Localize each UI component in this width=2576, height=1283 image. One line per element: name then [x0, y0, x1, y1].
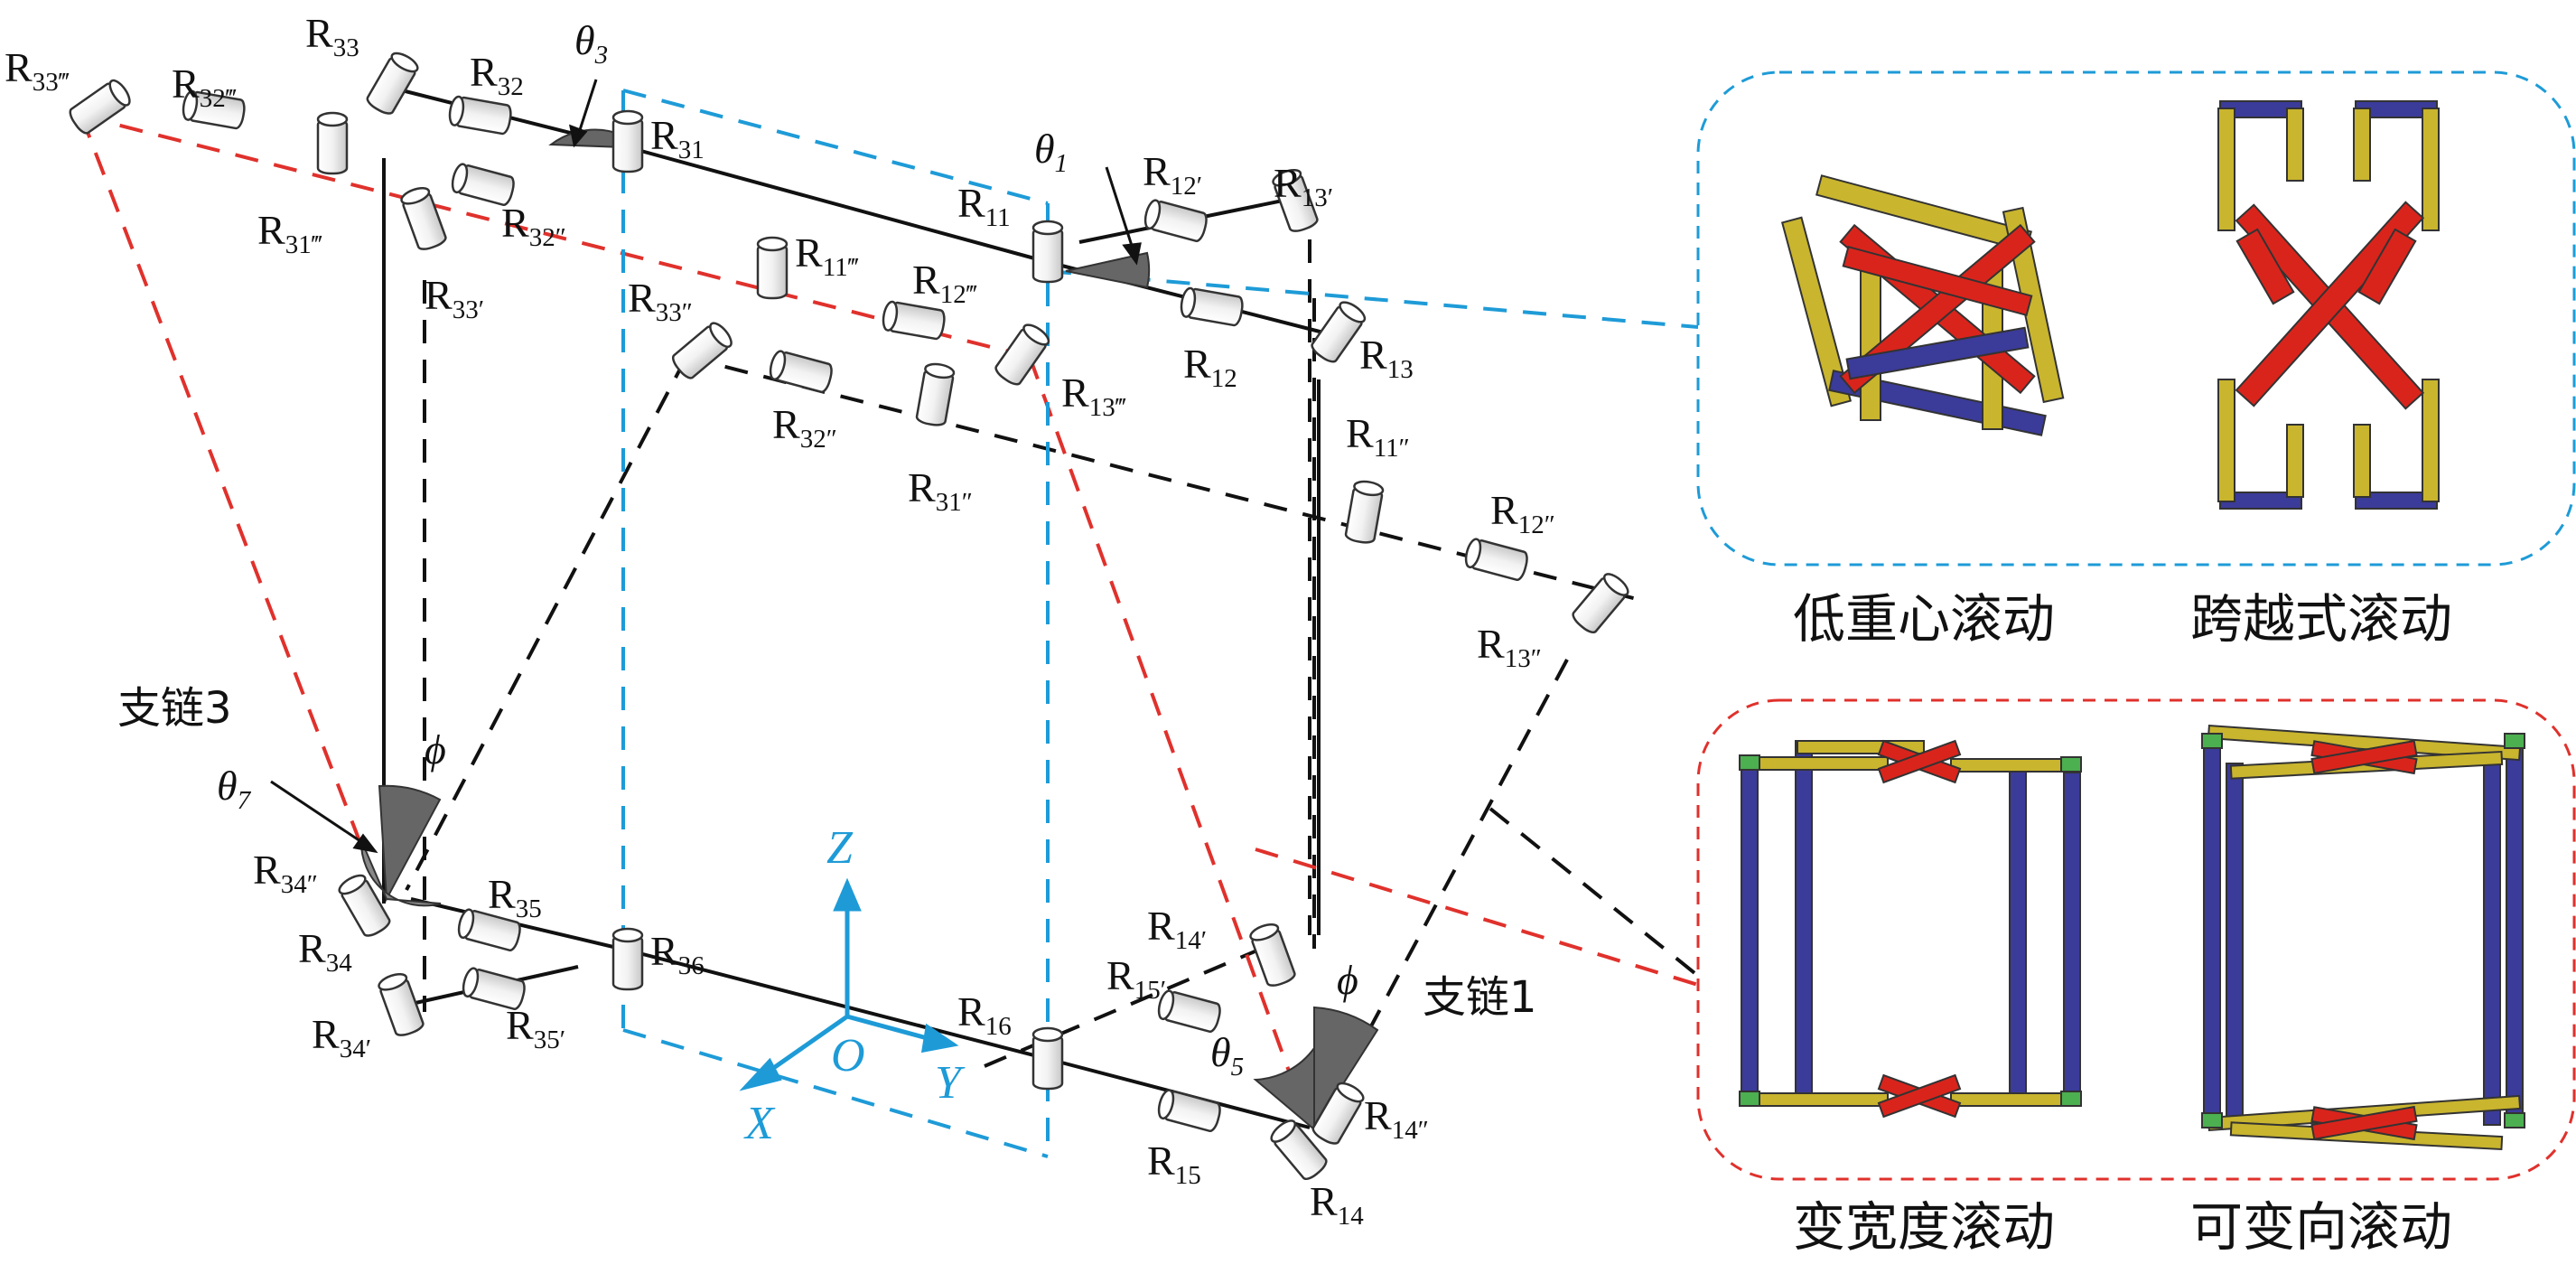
label-r16: R16: [957, 988, 1012, 1041]
label-r13p: R13′: [1274, 160, 1333, 212]
label-r12ppp: R12‴: [912, 257, 977, 309]
label-r34pp: R34″: [253, 847, 318, 899]
caption-low-cog: 低重心滚动: [1793, 588, 2055, 650]
label-theta7: θ7: [217, 763, 252, 815]
rolling-modes-panel-top: [1696, 70, 2576, 567]
label-r32: R32: [470, 49, 524, 101]
coordinate-axes: Z Y X O: [739, 822, 966, 1149]
blue-dashed-frame: [621, 89, 1699, 1158]
label-r31: R31: [650, 112, 705, 164]
label-r33pp: R33″: [628, 275, 693, 327]
angle-pointers: [270, 79, 1142, 854]
label-r13ppp: R13‴: [1061, 370, 1126, 422]
label-phi-left: ϕ: [425, 726, 446, 773]
label-r33: R33: [305, 10, 359, 62]
label-r15: R15: [1147, 1138, 1201, 1190]
caption-variable-width: 变宽度滚动: [1793, 1196, 2055, 1258]
label-chain3: 支链3: [117, 683, 232, 734]
label-r12p: R12′: [1143, 148, 1202, 201]
variable-direction-rolling-illustration: [2201, 724, 2525, 1151]
label-r12: R12: [1183, 341, 1237, 393]
label-r35p: R35′: [506, 1002, 565, 1054]
label-r35: R35: [488, 871, 542, 923]
label-r34: R34: [298, 925, 352, 978]
link-bottom-rail-a: [410, 897, 633, 953]
label-theta1: θ1: [1034, 126, 1068, 178]
label-chain1: 支链1: [1423, 972, 1537, 1023]
caption-crossing: 跨越式滚动: [2190, 588, 2452, 650]
variable-width-rolling-illustration: [1739, 739, 2082, 1119]
label-r33p: R33′: [425, 272, 484, 324]
label-r14pp: R14″: [1364, 1092, 1429, 1145]
label-r11ppp: R11‴: [795, 229, 859, 282]
label-r32ppp: R32‴: [172, 61, 237, 113]
label-r11pp: R11″: [1346, 410, 1410, 463]
label-r13pp: R13″: [1477, 621, 1542, 673]
low-cog-rolling-illustration: [1780, 174, 2065, 436]
label-r11: R11: [957, 180, 1011, 232]
axis-origin-label: O: [831, 1030, 865, 1082]
label-phi-right: ϕ: [1337, 957, 1358, 1003]
theta5-sector: [1253, 1044, 1315, 1132]
caption-variable-direction: 可变向滚动: [2190, 1196, 2452, 1258]
label-r15p: R15′: [1106, 952, 1166, 1005]
label-r32pp-mid: R32″: [772, 401, 837, 454]
label-r34p: R34′: [312, 1011, 371, 1063]
axis-y-label: Y: [935, 1057, 966, 1109]
angle-labels: θ3 θ1 θ7 θ5 ϕ ϕ: [217, 17, 1358, 1082]
theta1-sector: [1065, 251, 1151, 289]
label-r32pp: R32″: [501, 200, 566, 252]
theta7-sector: [378, 784, 442, 903]
label-r14p: R14′: [1147, 903, 1207, 955]
label-r13: R13: [1359, 332, 1414, 384]
label-r31pp: R31″: [908, 464, 973, 517]
chain-labels: 支链3 支链1: [117, 683, 1537, 1023]
axis-z-label: Z: [826, 822, 854, 874]
label-r14: R14: [1310, 1178, 1364, 1231]
label-r36: R36: [650, 928, 705, 980]
joint-labels: R33‴ R32‴ R33 R32 R31 R31‴ R32″ R33′ R11…: [5, 10, 1555, 1231]
crossing-rolling-illustration: [2217, 100, 2440, 510]
label-r33ppp: R33‴: [5, 44, 70, 97]
rolling-modes-panel-bottom: [1696, 698, 2576, 1181]
label-r12pp: R12″: [1490, 487, 1555, 539]
label-r31ppp: R31‴: [257, 207, 322, 259]
red-dashed-lines: [79, 114, 1699, 1117]
link-bottom-rail-b: [631, 950, 1049, 1061]
label-theta5: θ5: [1210, 1029, 1244, 1082]
mode-captions: 低重心滚动 跨越式滚动 变宽度滚动 可变向滚动: [1793, 588, 2452, 1258]
theta7-sector-b: [359, 839, 442, 907]
label-theta3: θ3: [574, 17, 608, 70]
axis-x-label: X: [743, 1098, 776, 1149]
link-r31-r11: [627, 145, 1049, 264]
